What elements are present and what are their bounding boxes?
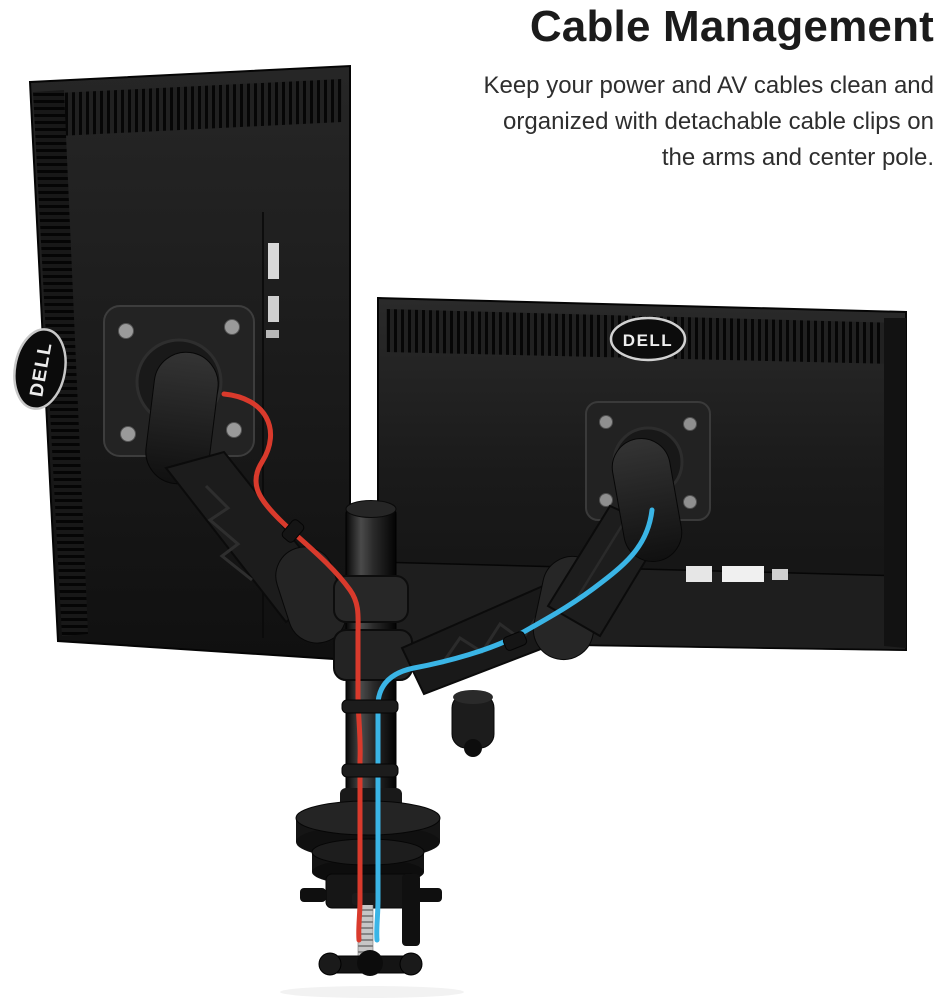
desk-clamp [280, 788, 464, 998]
rod-nut [352, 893, 379, 905]
vesa-screw [226, 422, 242, 438]
clamp-knob [318, 950, 423, 976]
dell-logo-right-text: DELL [623, 331, 673, 350]
right-arm [333, 438, 683, 757]
left-arm-upper-joint [145, 351, 219, 485]
description-line: Keep your power and AV cables clean and [483, 72, 934, 99]
vesa-screw [118, 323, 134, 339]
clamp-foot-right [416, 888, 442, 902]
left-monitor-port [268, 296, 279, 322]
right-monitor-port [772, 569, 788, 580]
pole-cap [345, 500, 397, 518]
dell-logo-left: DELL [13, 328, 67, 410]
right-monitor-edge-strip [884, 318, 906, 648]
right-arm-joint [611, 438, 683, 562]
clamp-bracket [402, 874, 420, 946]
cable-clip-pole-lower [341, 763, 399, 778]
vesa-screw [599, 493, 613, 507]
vesa-screw [683, 417, 697, 431]
right-monitor-port [686, 566, 712, 582]
caption-block: Cable Management Keep your power and AV … [374, 2, 934, 176]
left-arm [145, 351, 347, 644]
headline: Cable Management [529, 2, 934, 51]
cable-clip-pole-upper [341, 699, 399, 714]
blue-cable [374, 507, 655, 943]
vesa-screw [599, 415, 613, 429]
cable-clip-left-arm [281, 519, 305, 543]
left-monitor-port [266, 330, 279, 338]
left-arm-truss [204, 484, 253, 582]
floor-shadow [280, 986, 464, 998]
vesa-screw [683, 495, 697, 509]
vesa-screw [224, 319, 240, 335]
red-cable [221, 391, 363, 943]
description-line: organized with detachable cable clips on [503, 108, 934, 135]
cable-clip-right-arm [502, 631, 528, 651]
clamp-foot-left [300, 888, 326, 902]
left-monitor-port [268, 243, 279, 279]
description-line: the arms and center pole. [661, 144, 934, 171]
right-arm-ridge [574, 521, 626, 601]
left-monitor-top-vent [38, 79, 342, 137]
description: Keep your power and AV cables clean and … [374, 68, 934, 176]
right-monitor-port [722, 566, 764, 582]
tension-knob [451, 690, 495, 757]
left-pole-clamp [333, 575, 409, 623]
vesa-screw [120, 426, 136, 442]
dell-logo-right: DELL [609, 316, 687, 362]
